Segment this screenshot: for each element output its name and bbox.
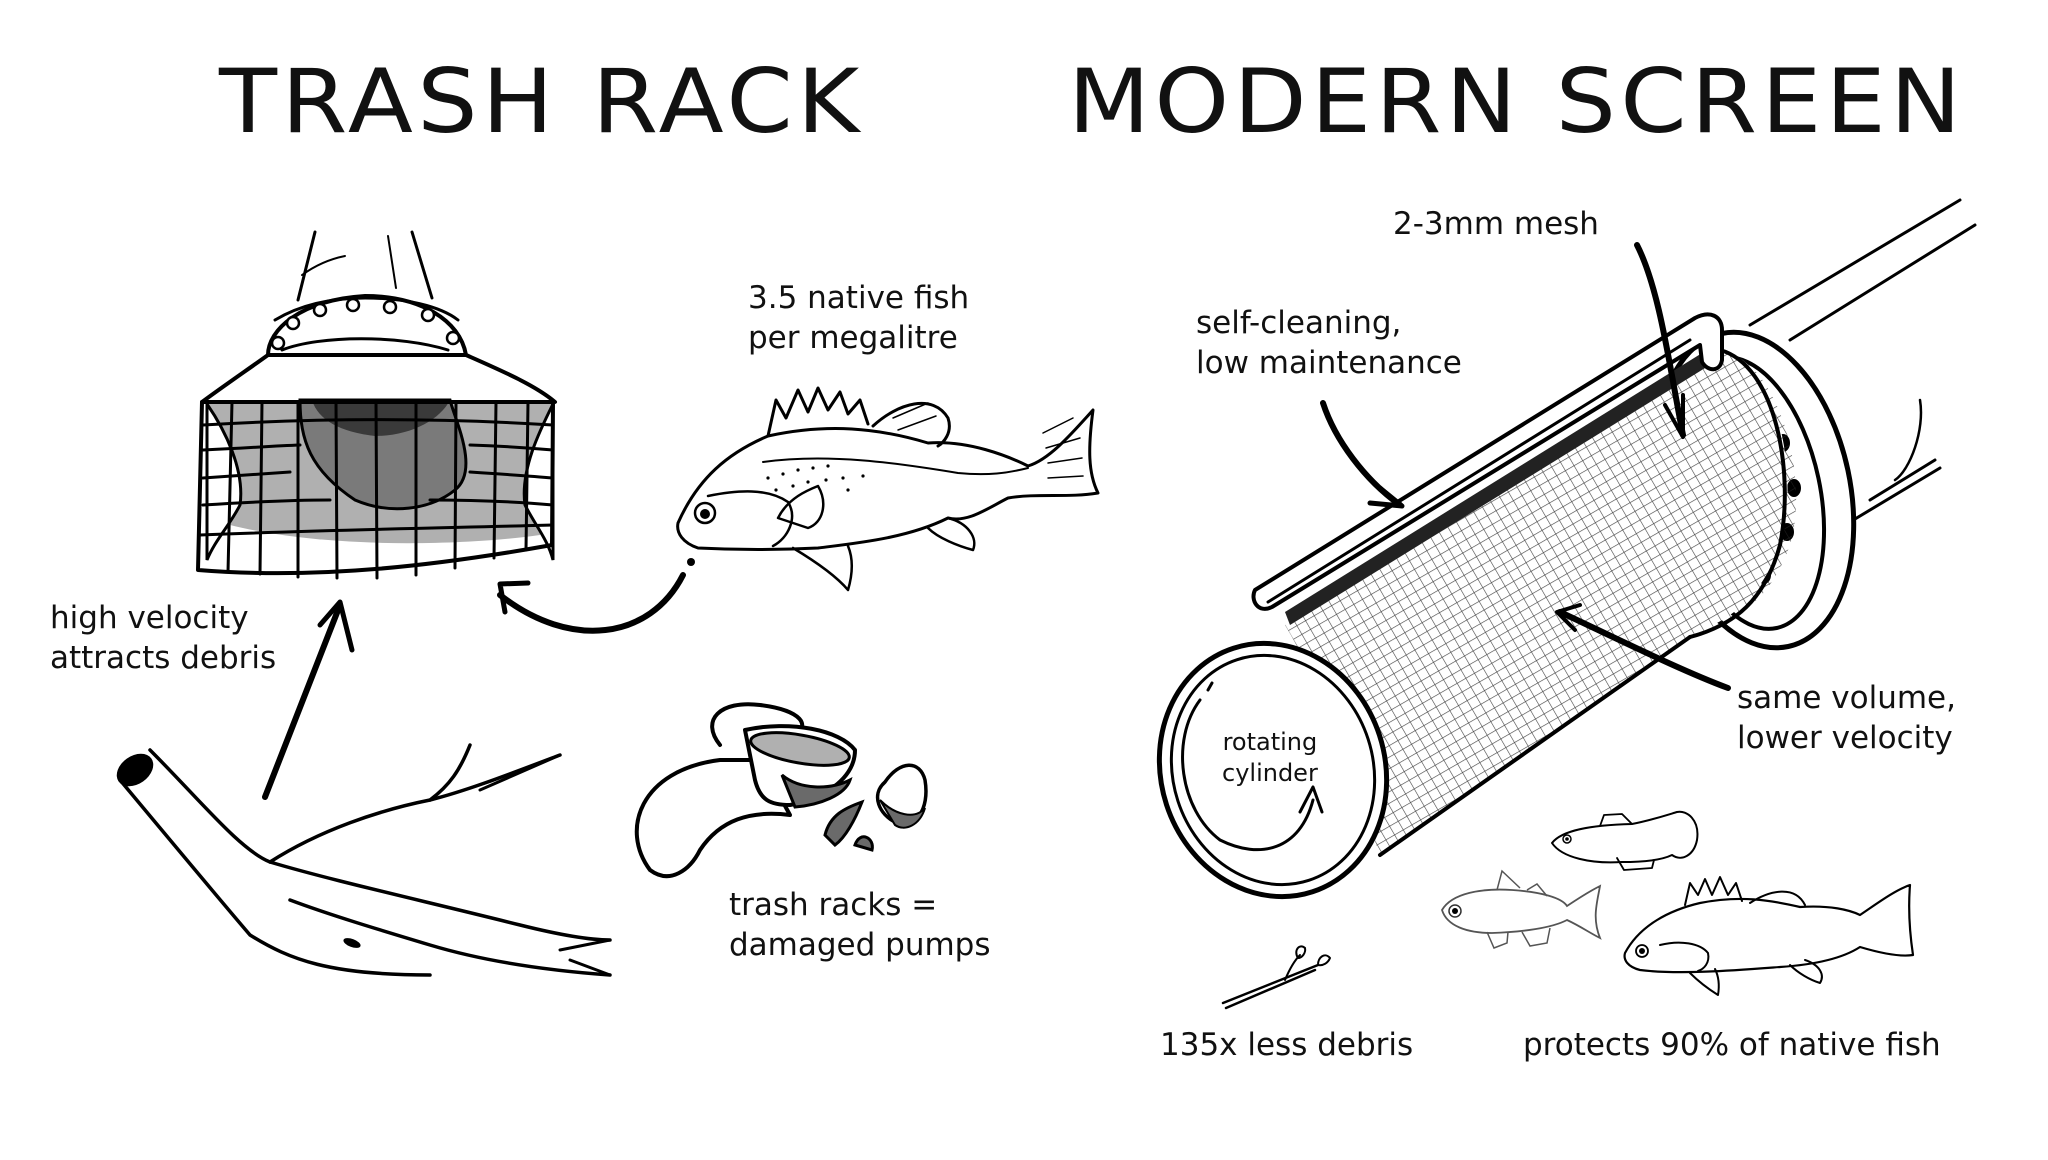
less-debris-label: 135x less debris bbox=[1160, 1027, 1414, 1063]
fish-density-line-2: per megalitre bbox=[748, 320, 958, 356]
debris-branch-illustration bbox=[116, 743, 612, 977]
lower-velocity-line-1: same volume, bbox=[1737, 680, 1956, 716]
lower-velocity-line-2: lower velocity bbox=[1737, 720, 1953, 756]
native-fish-group-illustration bbox=[1441, 810, 1915, 996]
damaged-pump-illustration bbox=[634, 702, 928, 878]
damaged-pumps-line-2: damaged pumps bbox=[729, 927, 991, 963]
protects-fish-label: protects 90% of native fish bbox=[1523, 1027, 1941, 1063]
debris-to-rack-arrow bbox=[262, 599, 355, 800]
trash-rack-cage-illustration bbox=[196, 230, 557, 580]
fish-density-label: 3.5 native fish per megalitre bbox=[748, 278, 969, 358]
self-cleaning-label: self-cleaning, low maintenance bbox=[1196, 303, 1462, 383]
high-velocity-line-1: high velocity bbox=[50, 600, 249, 636]
mesh-label: 2-3mm mesh bbox=[1393, 206, 1599, 242]
mesh-arrow bbox=[1634, 242, 1686, 439]
velocity-arrow bbox=[1555, 603, 1731, 691]
rotating-cylinder-line-1: rotating bbox=[1222, 728, 1318, 756]
modern-screen-title: MODERN SCREEN bbox=[1068, 50, 1966, 153]
trash-rack-title: TRASH RACK bbox=[219, 50, 864, 153]
rotating-cylinder-label: rotating cylinder bbox=[1222, 727, 1318, 789]
damaged-pumps-line-1: trash racks = bbox=[729, 887, 938, 923]
fish-to-rack-arrow bbox=[497, 558, 695, 634]
damaged-pumps-label: trash racks = damaged pumps bbox=[729, 885, 991, 965]
self-cleaning-line-2: low maintenance bbox=[1196, 345, 1462, 381]
fish-density-line-1: 3.5 native fish bbox=[748, 280, 970, 316]
native-fish-illustration bbox=[676, 386, 1100, 592]
rotating-cylinder-line-2: cylinder bbox=[1222, 759, 1318, 787]
high-velocity-label: high velocity attracts debris bbox=[50, 598, 276, 678]
small-twig-illustration bbox=[1221, 945, 1331, 1010]
high-velocity-line-2: attracts debris bbox=[50, 640, 277, 676]
lower-velocity-label: same volume, lower velocity bbox=[1737, 678, 1956, 758]
self-cleaning-arrow bbox=[1320, 400, 1405, 509]
self-cleaning-line-1: self-cleaning, bbox=[1196, 305, 1402, 341]
